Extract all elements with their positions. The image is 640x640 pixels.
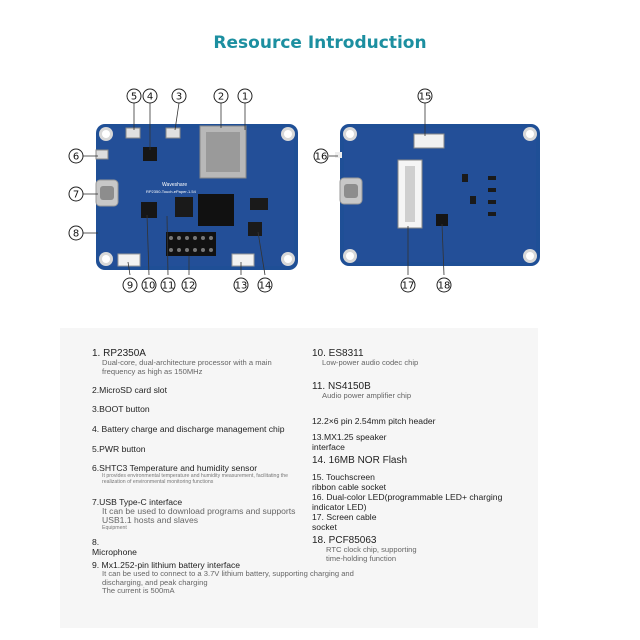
callout-3: 3 — [171, 88, 187, 104]
legend-item-7: 7.USB Type-C interface It can be used to… — [92, 497, 296, 531]
legend-item-13: 13.MX1.25 speaker interface — [312, 432, 387, 452]
legend-item-14: 14. 16MB NOR Flash — [312, 455, 408, 466]
svg-text:5: 5 — [131, 92, 137, 103]
callout-18: 18 — [436, 277, 452, 293]
svg-text:7: 7 — [73, 190, 79, 201]
svg-text:2: 2 — [218, 92, 224, 103]
silk-brand: Waveshare — [162, 182, 187, 188]
svg-text:4: 4 — [147, 92, 153, 103]
svg-text:16: 16 — [315, 152, 328, 163]
callout-17: 17 — [400, 277, 416, 293]
board-back — [335, 124, 540, 266]
callout-8: 8 — [68, 225, 84, 241]
callout-6: 6 — [68, 148, 84, 164]
svg-text:15: 15 — [419, 92, 432, 103]
svg-text:18: 18 — [438, 281, 451, 292]
callout-10: 10 — [141, 277, 157, 293]
legend-item-2: 2.MicroSD card slot — [92, 385, 167, 395]
legend-item-3: 3.BOOT button — [92, 404, 150, 414]
svg-text:11: 11 — [162, 281, 175, 292]
svg-text:17: 17 — [402, 281, 415, 292]
callout-15: 15 — [417, 88, 433, 104]
callout-12: 12 — [181, 277, 197, 293]
legend-item-15: 15. Touchscreen ribbon cable socket — [312, 472, 387, 492]
legend-item-18: 18. PCF85063 RTC clock chip, supporting … — [312, 535, 417, 563]
legend-item-10: 10. ES8311 Low-power audio codec chip — [312, 348, 419, 367]
callout-13: 13 — [233, 277, 249, 293]
legend-item-9: 9. Mx1.252-pin lithium battery interface… — [92, 560, 354, 596]
legend-panel — [60, 328, 538, 628]
svg-text:3: 3 — [176, 92, 182, 103]
svg-text:14: 14 — [259, 281, 272, 292]
svg-text:9: 9 — [127, 281, 133, 292]
silk-model: RP2350-Touch-ePaper-1.54 — [146, 189, 197, 194]
legend-item-12: 12.2×6 pin 2.54mm pitch header — [312, 416, 436, 426]
page-title: Resource Introduction — [213, 33, 427, 53]
legend-item-16: 16. Dual-color LED(programmable LED+ cha… — [312, 492, 503, 512]
callout-1: 1 — [237, 88, 253, 104]
legend-item-17: 17. Screen cable socket — [312, 512, 377, 532]
board-diagram: Waveshare RP2350-Touch-ePaper-1.54 — [68, 88, 540, 293]
svg-text:6: 6 — [73, 152, 79, 163]
svg-text:10: 10 — [143, 281, 156, 292]
legend-item-6: 6.SHTC3 Temperature and humidity sensor … — [92, 463, 288, 485]
legend-item-4: 4. Battery charge and discharge manageme… — [92, 424, 285, 434]
callout-7: 7 — [68, 186, 84, 202]
svg-text:8: 8 — [73, 229, 79, 240]
callout-2: 2 — [213, 88, 229, 104]
legend-item-8: 8. Microphone — [92, 537, 137, 557]
legend-item-11: 11. NS4150B Audio power amplifier chip — [312, 381, 412, 400]
svg-text:1: 1 — [242, 92, 248, 103]
svg-text:12: 12 — [183, 281, 196, 292]
callout-5: 5 — [126, 88, 142, 104]
legend-item-1: 1. RP2350A Dual-core, dual-architecture … — [92, 348, 272, 376]
callout-16: 16 — [313, 148, 329, 164]
board-front: Waveshare RP2350-Touch-ePaper-1.54 — [95, 124, 298, 270]
callout-4: 4 — [142, 88, 158, 104]
callout-11: 11 — [160, 277, 176, 293]
callout-14: 14 — [257, 277, 273, 293]
svg-text:13: 13 — [235, 281, 248, 292]
callout-9: 9 — [122, 277, 138, 293]
legend-item-5: 5.PWR button — [92, 444, 146, 454]
